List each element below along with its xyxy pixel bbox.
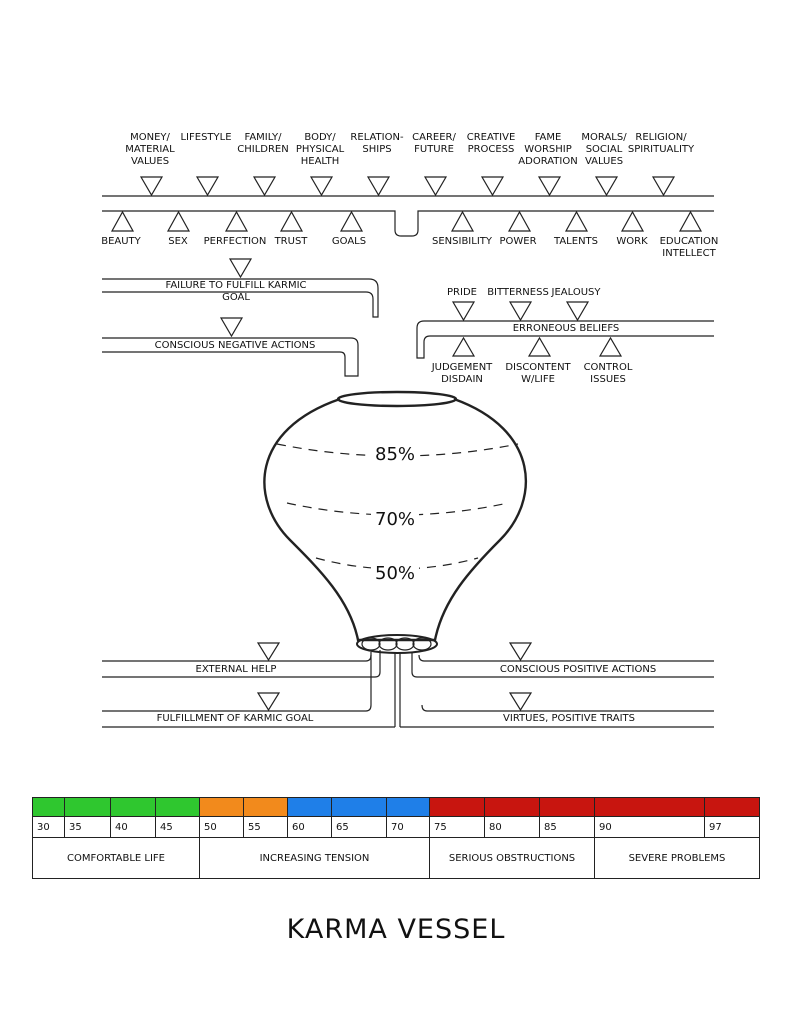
category-religion: RELIGION/SPIRITUALITY bbox=[627, 132, 695, 155]
scale-number: 70 bbox=[386, 816, 430, 838]
negative-actions-label: CONSCIOUS NEGATIVE ACTIONS bbox=[154, 340, 316, 351]
virtues-line bbox=[421, 704, 714, 712]
level-85: 85% bbox=[370, 444, 420, 465]
scale-number: 97 bbox=[704, 816, 760, 838]
trait-work: WORK bbox=[616, 236, 648, 247]
scale-color-50 bbox=[199, 797, 244, 817]
trait-perfection: PERFECTION bbox=[203, 236, 267, 247]
scale-color-70 bbox=[386, 797, 430, 817]
fulfillment-label: FULFILLMENT OF KARMIC GOAL bbox=[156, 713, 314, 724]
trait-sex: SEX bbox=[168, 236, 188, 247]
bitterness-label: BITTERNESS bbox=[487, 287, 549, 298]
scale-number: 75 bbox=[429, 816, 485, 838]
collector-line bbox=[102, 210, 714, 237]
band-comfortable: COMFORTABLE LIFE bbox=[32, 837, 200, 879]
trait-sensibility: SENSIBILITY bbox=[432, 236, 492, 247]
scale-number: 40 bbox=[110, 816, 156, 838]
category-family: FAMILY/CHILDREN bbox=[237, 132, 289, 155]
scale-color-97 bbox=[704, 797, 760, 817]
scale-number: 55 bbox=[243, 816, 288, 838]
band-serious-obstructions: SERIOUS OBSTRUCTIONS bbox=[429, 837, 595, 879]
positive-actions-label: CONSCIOUS POSITIVE ACTIONS bbox=[499, 664, 657, 675]
failure-flow-line bbox=[102, 278, 379, 318]
band-severe-problems: SEVERE PROBLEMS bbox=[594, 837, 760, 879]
page-title: KARMA VESSEL bbox=[286, 914, 506, 945]
positive-actions-line bbox=[418, 654, 714, 662]
scale-number: 85 bbox=[539, 816, 595, 838]
scale-number: 80 bbox=[484, 816, 540, 838]
scale-number: 90 bbox=[594, 816, 705, 838]
trait-talents: TALENTS bbox=[554, 236, 598, 247]
vessel-body bbox=[263, 397, 528, 642]
scale-color-30 bbox=[32, 797, 65, 817]
scale-color-35 bbox=[64, 797, 111, 817]
scale-number: 60 bbox=[287, 816, 332, 838]
trait-power: POWER bbox=[499, 236, 537, 247]
category-lifestyle: LIFESTYLE bbox=[180, 132, 232, 143]
scale-color-55 bbox=[243, 797, 288, 817]
external-help-line bbox=[102, 654, 372, 662]
scale-number: 50 bbox=[199, 816, 244, 838]
scale-number: 45 bbox=[155, 816, 200, 838]
scale-color-80 bbox=[484, 797, 540, 817]
scale-color-60 bbox=[287, 797, 332, 817]
scale-color-75 bbox=[429, 797, 485, 817]
trait-beauty: BEAUTY bbox=[101, 236, 141, 247]
fulfillment-line bbox=[102, 652, 372, 712]
scale-number: 30 bbox=[32, 816, 65, 838]
scale-color-90 bbox=[594, 797, 705, 817]
scale-color-65 bbox=[331, 797, 387, 817]
scale-color-85 bbox=[539, 797, 595, 817]
negative-actions-flow-line bbox=[102, 337, 359, 377]
trait-trust: TRUST bbox=[274, 236, 308, 247]
erroneous-beliefs-flow-line bbox=[416, 320, 714, 359]
scale-number: 65 bbox=[331, 816, 387, 838]
vessel-mouth bbox=[336, 390, 458, 408]
jealousy-label: JEALOUSY bbox=[551, 287, 601, 298]
trait-goals: GOALS bbox=[331, 236, 367, 247]
scale-number: 35 bbox=[64, 816, 111, 838]
category-career: CAREER/FUTURE bbox=[412, 132, 456, 155]
category-relationships: RELATION-SHIPS bbox=[350, 132, 404, 155]
level-70: 70% bbox=[370, 509, 420, 530]
pride-label: PRIDE bbox=[447, 287, 477, 298]
karma-vessel-diagram bbox=[102, 176, 714, 728]
scale-color-row bbox=[32, 797, 760, 817]
scale-color-45 bbox=[155, 797, 200, 817]
level-50: 50% bbox=[370, 563, 420, 584]
band-increasing-tension: INCREASING TENSION bbox=[199, 837, 430, 879]
external-help-label: EXTERNAL HELP bbox=[195, 664, 277, 675]
scale-band-row: COMFORTABLE LIFE INCREASING TENSION SERI… bbox=[32, 837, 760, 879]
erroneous-beliefs-label: ERRONEOUS BELIEFS bbox=[512, 323, 620, 334]
scale-color-40 bbox=[110, 797, 156, 817]
virtues-label: VIRTUES, POSITIVE TRAITS bbox=[503, 713, 635, 724]
